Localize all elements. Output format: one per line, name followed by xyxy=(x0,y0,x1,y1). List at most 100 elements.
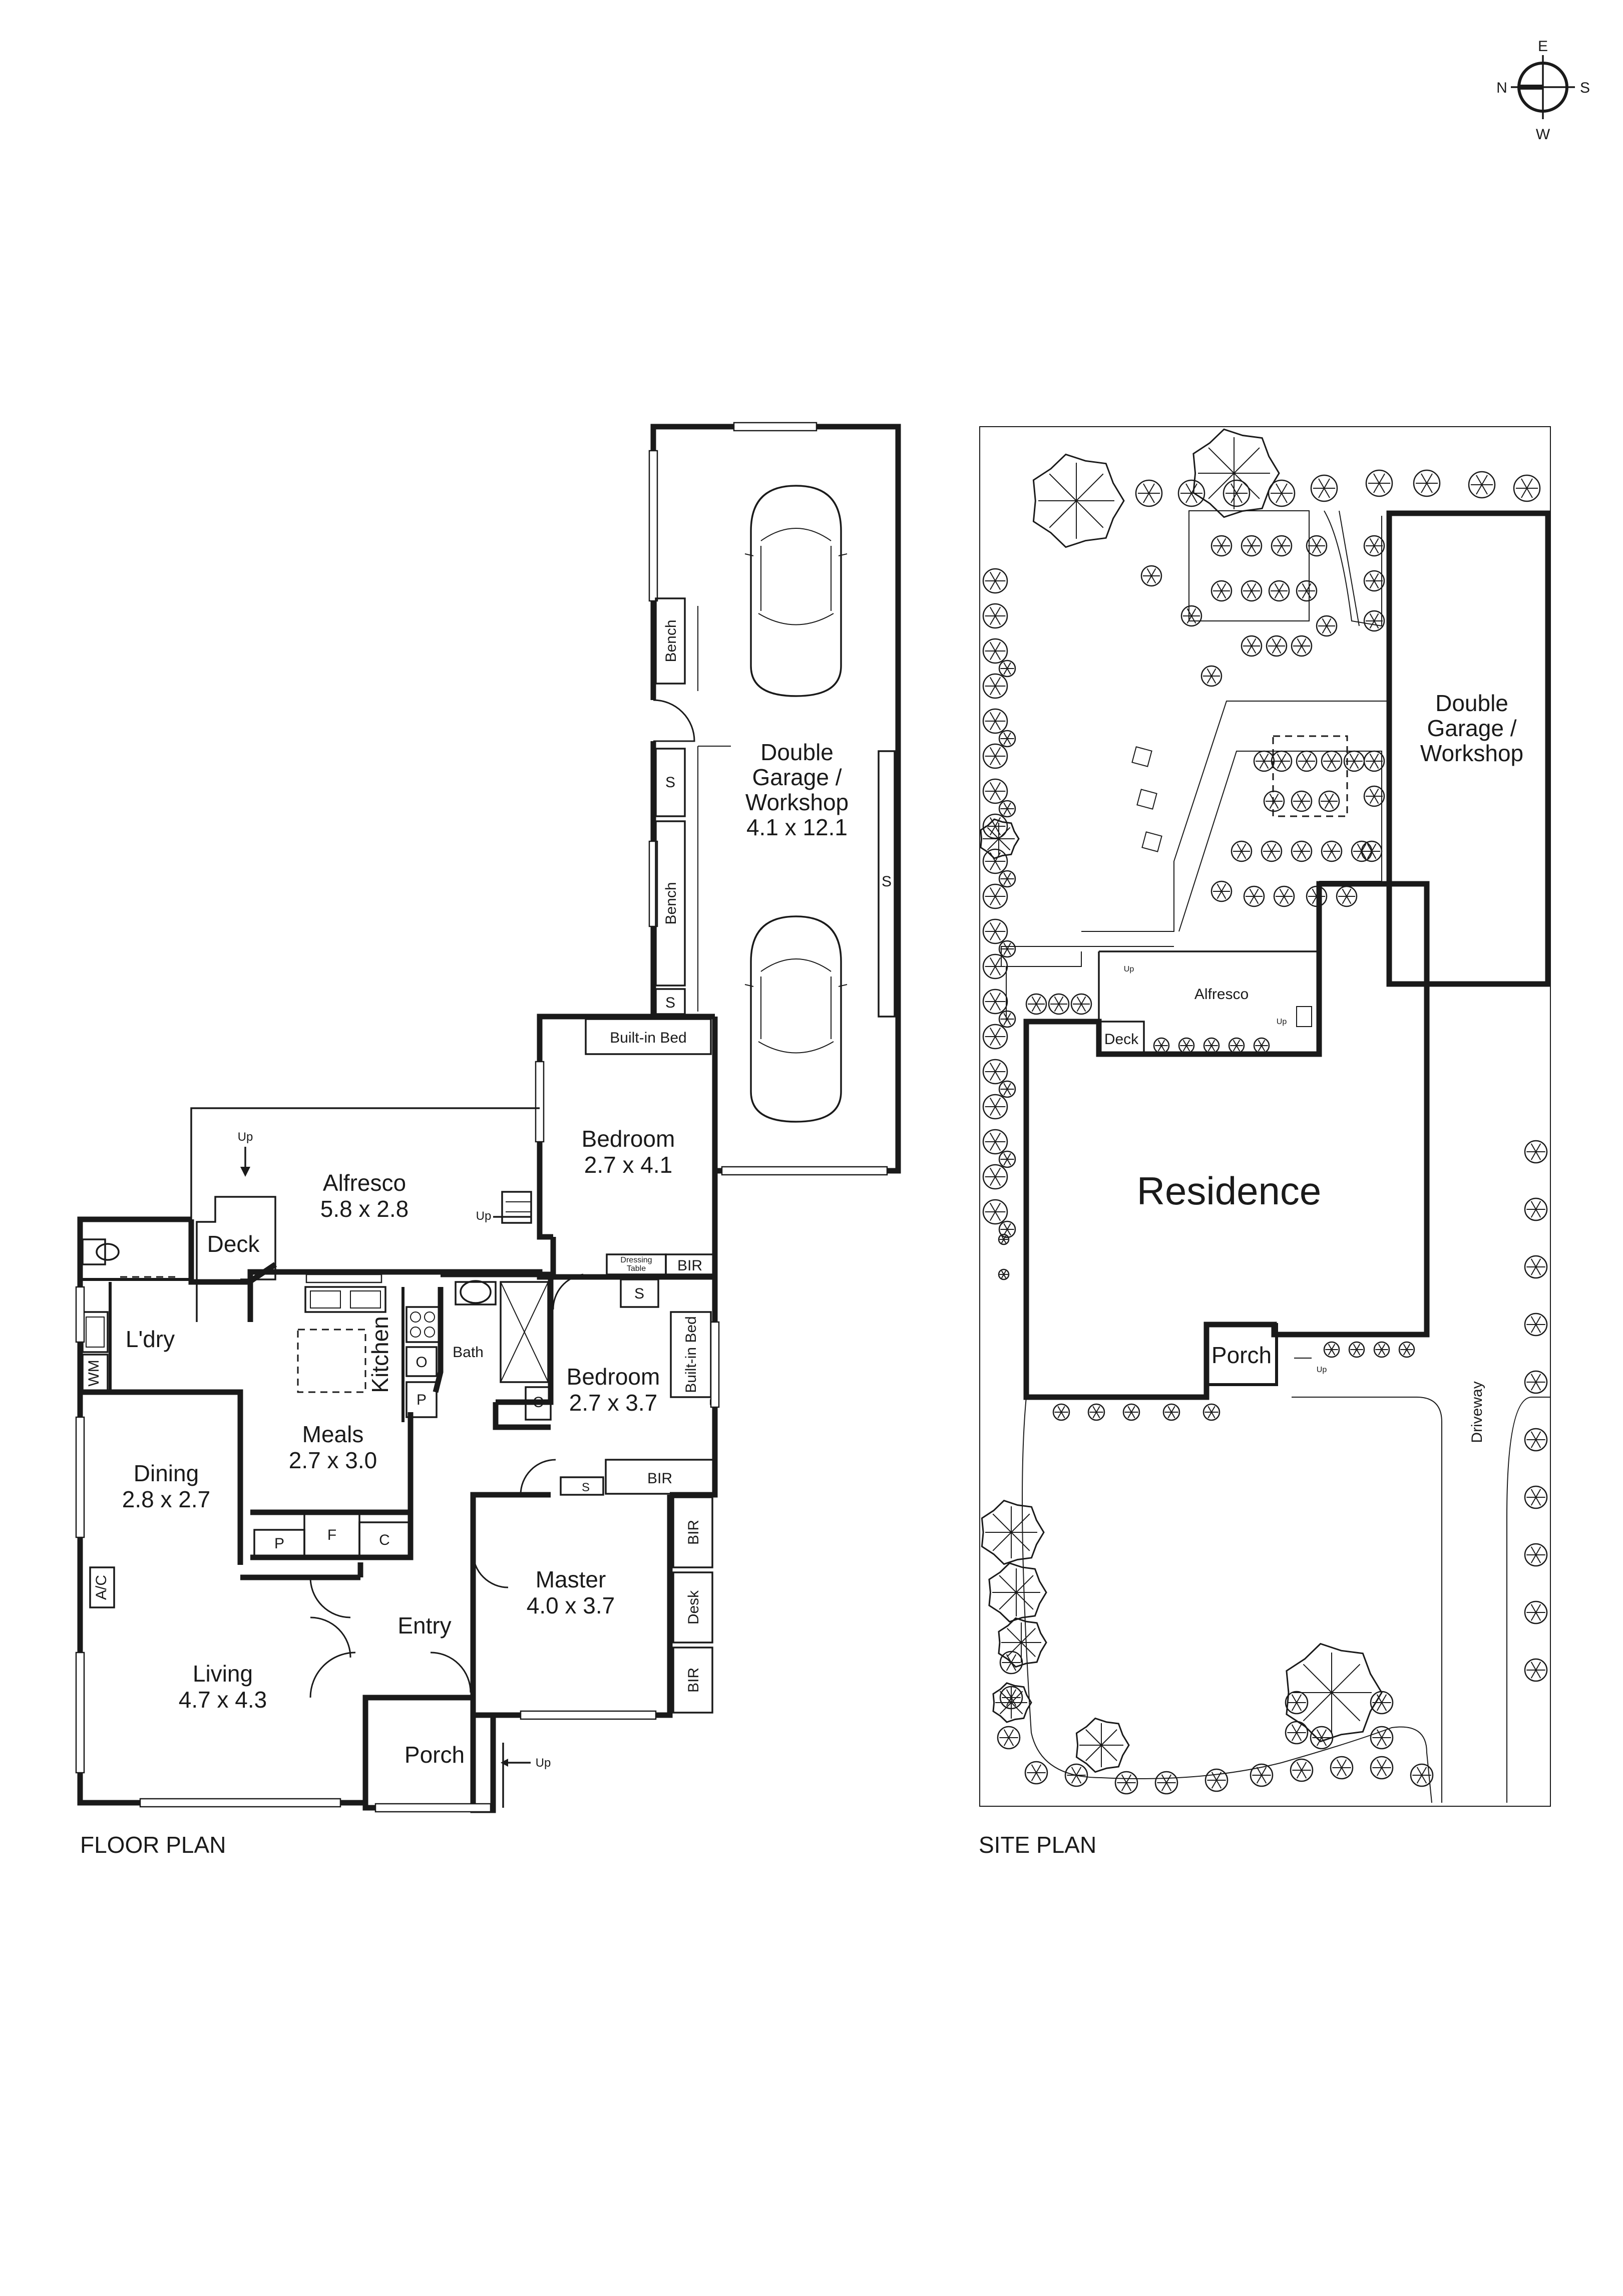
car-top-icon xyxy=(744,915,848,1123)
floor-plan-caption: FLOOR PLAN xyxy=(80,1832,226,1858)
shrub-icon xyxy=(982,989,1008,1015)
deck-label: Deck xyxy=(207,1231,260,1257)
bedroom2-door xyxy=(520,1459,556,1495)
bir-3 xyxy=(672,1496,713,1568)
shrub-icon xyxy=(1241,535,1263,557)
shrub-icon xyxy=(1024,1761,1048,1785)
shrub-icon xyxy=(1363,750,1385,772)
master-door xyxy=(472,1552,509,1588)
garage-window-left-1 xyxy=(648,450,658,602)
site-up-1: Up xyxy=(1124,965,1134,973)
shrub-icon xyxy=(982,918,1008,944)
landscaping-trees xyxy=(980,428,1383,1773)
shrub-icon xyxy=(1296,750,1318,772)
shrub-icon xyxy=(982,953,1008,979)
bench-1 xyxy=(655,597,686,685)
residence-outline xyxy=(1023,881,1430,1400)
builtin-bed-1-label: Built-in Bed xyxy=(610,1030,686,1046)
shower xyxy=(500,1281,549,1383)
tree-icon xyxy=(980,818,1020,859)
cooktop-icon xyxy=(405,1306,440,1343)
shrub-icon xyxy=(1398,1341,1415,1358)
laundry-label: L'dry xyxy=(126,1326,175,1352)
shrub-icon xyxy=(1343,750,1365,772)
shrub-icon xyxy=(1373,1341,1390,1358)
shrub-icon xyxy=(1070,993,1092,1015)
shrub-icon xyxy=(982,1024,1008,1050)
bath-label: Bath xyxy=(453,1344,484,1361)
tree-icon xyxy=(1075,1717,1130,1773)
shrub-icon xyxy=(1513,474,1541,502)
shrub-icon xyxy=(982,778,1008,804)
shrub-icon xyxy=(1266,635,1288,657)
shrub-icon xyxy=(1203,1037,1220,1054)
site-boundary xyxy=(979,426,1551,1807)
entry-double-door xyxy=(309,1577,351,1658)
shrub-icon xyxy=(1273,885,1295,907)
shrub-icon xyxy=(1154,1771,1178,1795)
shrub-icon xyxy=(1524,1600,1548,1624)
shrub-icon xyxy=(1291,840,1313,862)
shrub-icon xyxy=(1285,1691,1309,1715)
shrub-icon xyxy=(982,603,1008,629)
shrub-icon xyxy=(1241,635,1263,657)
car-top-icon xyxy=(744,485,848,697)
shrub-icon xyxy=(1178,1037,1195,1054)
shrub-icon xyxy=(998,1233,1010,1245)
bedroom2-door-2 xyxy=(552,1273,584,1310)
shrub-icon xyxy=(1363,785,1385,807)
shrub-icon xyxy=(998,1268,1010,1280)
shrub-icon xyxy=(1253,750,1275,772)
shrub-icon xyxy=(1162,1403,1180,1421)
compass-icon: E N S W xyxy=(1496,38,1590,143)
shrub-icon xyxy=(1052,1403,1070,1421)
shrub-icon xyxy=(1140,565,1162,587)
up-label-porch: Up xyxy=(536,1756,551,1770)
wm-label: WM xyxy=(86,1360,102,1386)
compass-east-label: E xyxy=(1538,38,1548,55)
garage-shelf-3 xyxy=(878,750,896,1018)
oven-label: O xyxy=(416,1354,427,1371)
site-up-2: Up xyxy=(1277,1018,1287,1026)
shrub-icon xyxy=(982,848,1008,874)
cupboard-2-label: C xyxy=(533,1394,544,1411)
master-name: Master xyxy=(536,1566,606,1592)
tree-icon xyxy=(1286,1643,1383,1743)
living-window-left xyxy=(75,1652,85,1774)
cupboard-1-label: C xyxy=(379,1532,390,1548)
shrub-icon xyxy=(982,568,1008,594)
shrub-icon xyxy=(1524,1485,1548,1509)
meals-window xyxy=(305,1273,382,1283)
shrub-icon xyxy=(1330,1756,1354,1780)
garage-name-line2: Garage / xyxy=(752,764,842,790)
site-plan-caption: SITE PLAN xyxy=(979,1832,1096,1858)
shrub-icon xyxy=(998,660,1016,678)
shrub-icon xyxy=(1524,1658,1548,1682)
shrub-icon xyxy=(998,940,1016,958)
up-label-deck: Up xyxy=(238,1130,253,1144)
dining-window xyxy=(75,1416,85,1538)
bedroom1-window xyxy=(535,1061,545,1143)
bir-2 xyxy=(605,1459,714,1495)
shrub-icon xyxy=(1177,479,1205,507)
garage-shelf-2-label: S xyxy=(665,995,675,1011)
garage-name-line1: Double xyxy=(760,739,834,765)
shrub-icon xyxy=(997,1726,1021,1750)
shrub-icon xyxy=(1321,750,1343,772)
shrub-icon xyxy=(1285,1721,1309,1745)
shrub-icon xyxy=(1365,469,1393,497)
shrub-icon xyxy=(982,883,1008,909)
porch-label: Porch xyxy=(404,1742,465,1768)
shrub-icon xyxy=(1291,790,1313,812)
shrub-icon xyxy=(1524,1255,1548,1279)
site-garage-line2: Garage / xyxy=(1427,715,1517,741)
shrub-icon xyxy=(1268,580,1290,602)
living-size: 4.7 x 4.3 xyxy=(179,1687,267,1713)
tree-icon xyxy=(988,1562,1047,1623)
shrub-icon xyxy=(1306,885,1328,907)
oven xyxy=(405,1346,438,1377)
garage-name-line3: Workshop xyxy=(745,789,849,815)
garage-shelf-1-label: S xyxy=(665,774,675,791)
shrub-icon xyxy=(1210,880,1233,902)
bir-3-label: BIR xyxy=(685,1520,702,1545)
